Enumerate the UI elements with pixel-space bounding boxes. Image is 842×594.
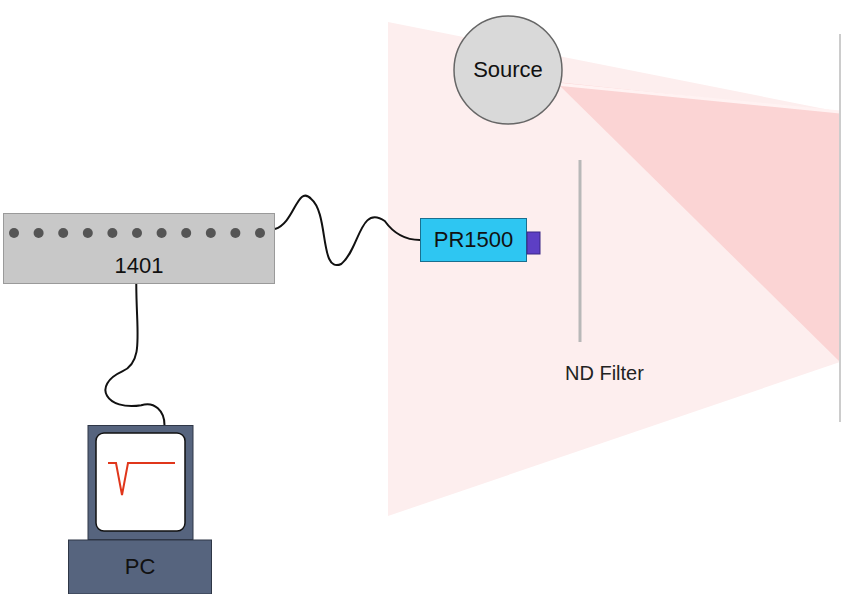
monitor-screen — [96, 433, 185, 531]
pc-base — [69, 540, 212, 594]
connector-dot — [107, 228, 117, 238]
sensor-lens — [527, 232, 540, 254]
circle-outline — [454, 16, 562, 124]
computer: PC — [68, 425, 212, 594]
light-beam — [556, 82, 840, 362]
sensor-box: PR1500 — [420, 218, 527, 262]
text-holder: PC — [68, 540, 212, 594]
connector-dot — [181, 228, 191, 238]
filter-label: ND Filter — [565, 362, 644, 385]
light-region — [388, 22, 840, 516]
sensor-body — [421, 219, 527, 262]
node-label: PC — [125, 554, 156, 580]
node-label: Source — [473, 57, 543, 83]
connector-dot — [83, 228, 93, 238]
node-label: PR1500 — [434, 227, 514, 253]
trace — [108, 463, 175, 495]
connector-dot — [58, 228, 68, 238]
node-label: 1401 — [115, 253, 164, 279]
source-circle: Source — [453, 15, 563, 125]
connector-dot — [230, 228, 240, 238]
nd-filter — [579, 160, 582, 342]
text-holder: Source — [453, 15, 563, 125]
beam-edge — [556, 84, 840, 112]
screen-line — [839, 34, 841, 422]
rack-body — [4, 214, 275, 284]
text-holder: PR1500 — [420, 218, 527, 262]
connector-dot — [132, 228, 142, 238]
cable — [275, 196, 420, 266]
connector-dot — [157, 228, 167, 238]
text-holder: 1401 — [3, 247, 275, 284]
connector-dot — [9, 228, 19, 238]
cable — [105, 284, 164, 425]
connector-dot — [34, 228, 44, 238]
connector-dot — [255, 228, 265, 238]
connector-dot — [206, 228, 216, 238]
monitor-frame — [88, 426, 193, 540]
interface-box: 1401 — [3, 213, 275, 284]
